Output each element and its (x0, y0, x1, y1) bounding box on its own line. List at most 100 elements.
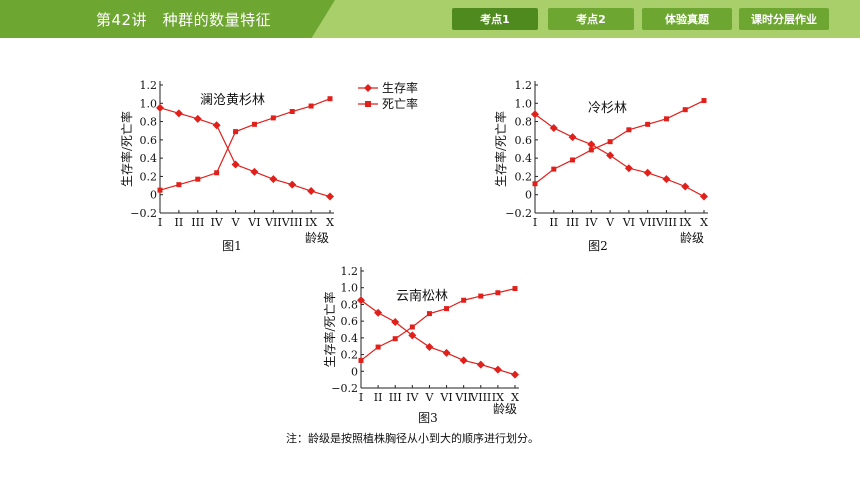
survival-point (549, 123, 558, 132)
nav-tab-kaodian2[interactable]: 考点2 (548, 8, 634, 30)
y-tick-label: 0 (150, 189, 157, 202)
survival-point (288, 180, 297, 189)
mortality-point (358, 357, 364, 363)
mortality-point (495, 290, 501, 296)
chart-title: 云南松林 (396, 288, 448, 304)
survival-point (326, 192, 334, 201)
x-tick-label: II (549, 216, 558, 229)
x-axis-label: 龄级 (493, 402, 517, 416)
mortality-point (392, 336, 398, 342)
mortality-point (607, 139, 613, 145)
mortality-point (157, 187, 163, 193)
footnote: 注：龄级是按照植株胸径从小到大的顺序进行划分。 (286, 432, 539, 445)
chart-title: 澜沧黄杉林 (200, 92, 265, 108)
x-tick-label: VIII (281, 216, 303, 229)
y-axis-label: 生存率/死亡率 (493, 111, 508, 187)
mortality-point (327, 96, 333, 102)
nav-tab-past-exams[interactable]: 体验真题 (642, 8, 732, 30)
survival-point (357, 296, 365, 305)
mortality-point (214, 170, 220, 176)
x-tick-label: V (231, 216, 241, 229)
mortality-point (645, 121, 651, 127)
y-tick-label: 1.2 (140, 79, 158, 92)
x-tick-label: VI (622, 216, 635, 229)
mortality-point (289, 109, 295, 115)
legend: 生存率 死亡率 (358, 80, 418, 111)
survival-point (250, 167, 259, 176)
mortality-point (588, 147, 594, 153)
survival-point (493, 365, 502, 374)
y-tick-label: 0.4 (515, 152, 533, 165)
x-tick-label: IX (492, 391, 504, 404)
mortality-point (176, 182, 182, 188)
y-tick-label: 0.4 (140, 152, 158, 165)
y-tick-label: 1.0 (515, 97, 533, 110)
survival-point (231, 160, 240, 169)
y-tick-label: 0.6 (140, 134, 158, 147)
lesson-title: 第42讲 种群的数量特征 (96, 11, 272, 29)
y-tick-label: −0.2 (331, 382, 358, 395)
survival-point (156, 103, 164, 112)
survival-point (587, 140, 596, 149)
nav-tab-homework[interactable]: 课时分层作业 (739, 8, 829, 30)
mortality-point (195, 176, 201, 182)
mortality-point (375, 344, 381, 350)
x-tick-label: II (175, 216, 184, 229)
survival-point (391, 317, 400, 326)
series-line-mortality (534, 100, 705, 185)
y-tick-label: 0.6 (341, 315, 359, 328)
y-tick-label: 0.8 (515, 116, 533, 129)
mortality-point (270, 115, 276, 121)
mortality-point (426, 311, 432, 317)
y-tick-label: 0.2 (140, 170, 158, 183)
y-tick-label: −0.2 (505, 207, 532, 220)
x-tick-label: IV (211, 216, 224, 229)
x-tick-label: VIII (655, 216, 677, 229)
mortality-point (308, 103, 314, 109)
survival-point (681, 182, 690, 191)
survival-point (307, 187, 316, 196)
y-tick-label: 0.4 (341, 332, 359, 345)
survival-point (662, 175, 671, 184)
survival-point (425, 343, 434, 352)
x-tick-label: I (359, 391, 363, 404)
y-tick-label: 0 (525, 189, 532, 202)
y-tick-label: 1.0 (341, 282, 359, 295)
series-line-mortality (360, 287, 516, 361)
x-tick-label: IV (406, 391, 419, 404)
survival-point (459, 356, 468, 365)
mortality-point (478, 293, 484, 299)
x-tick-label: II (374, 391, 383, 404)
mortality-point (251, 121, 257, 127)
mortality-point (626, 127, 632, 133)
survival-point (212, 121, 221, 130)
x-tick-label: V (605, 216, 615, 229)
x-tick-label: III (566, 216, 579, 229)
y-axis-label: 生存率/死亡率 (322, 291, 337, 367)
header-bar: 第42讲 种群的数量特征 考点1 考点2 体验真题 课时分层作业 (0, 0, 860, 38)
series-line-mortality (159, 98, 331, 191)
x-axis-label: 龄级 (305, 231, 329, 245)
y-tick-label: 0.8 (341, 298, 359, 311)
figure-caption: 图3 (418, 411, 438, 425)
figure-caption: 图2 (588, 239, 608, 253)
survival-point (511, 370, 519, 379)
x-tick-label: X (326, 216, 334, 229)
x-tick-label: V (424, 391, 434, 404)
survival-point (531, 110, 539, 119)
survival-point (700, 192, 708, 201)
x-tick-label: VI (247, 216, 260, 229)
mortality-point (551, 166, 557, 172)
survival-point (269, 175, 278, 184)
nav-tab-kaodian1[interactable]: 考点1 (452, 8, 538, 30)
x-tick-label: X (511, 391, 519, 404)
legend-mortality-label: 死亡率 (382, 96, 418, 111)
chart-title: 冷杉林 (588, 101, 627, 116)
header-title-background (0, 0, 335, 38)
mortality-point (663, 116, 669, 122)
mortality-point (701, 98, 707, 104)
x-tick-label: III (389, 391, 402, 404)
